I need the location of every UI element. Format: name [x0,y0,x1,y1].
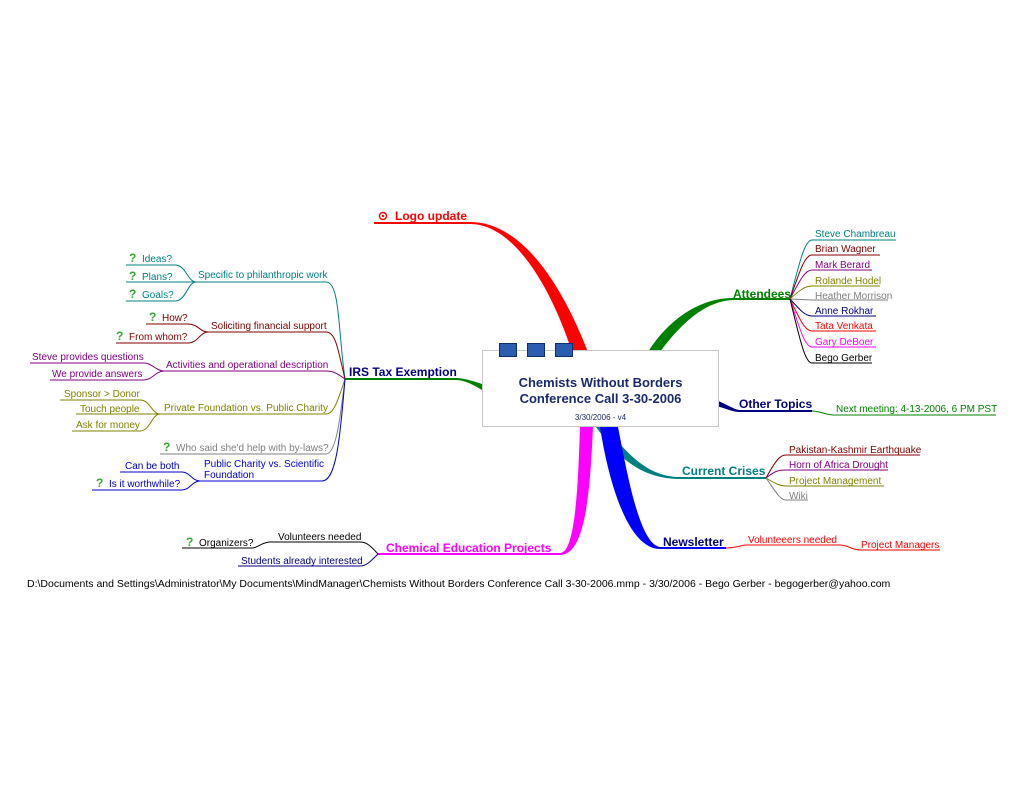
branch-current-crises [596,427,766,479]
attendee[interactable]: Anne Rokhar [815,306,874,317]
file-path-footer: D:\Documents and Settings\Administrator\… [27,578,891,590]
crises-connectors [765,454,920,501]
from-whom-label: From whom? [129,332,188,343]
worthwhile-label: Is it worthwhile? [109,479,181,490]
attendee[interactable]: Mark Berard [815,260,870,271]
branch-attendees [648,297,790,352]
newsletter-managers[interactable]: Project Managers [861,540,939,551]
sponsor-donor[interactable]: Sponsor > Donor [64,389,141,400]
current-crises-label[interactable]: Current Crises [682,464,766,478]
from-whom-node[interactable]: ? From whom? [116,329,188,343]
attendee[interactable]: Bego Gerber [815,353,873,364]
crisis-item[interactable]: Pakistan-Kashmir Earthquake [789,445,922,456]
chem-ed-connectors [182,541,379,567]
we-answers[interactable]: We provide answers [52,369,142,380]
question-icon: ? [163,440,170,454]
organizers-label: Organizers? [199,538,254,549]
attendee-connectors [789,239,896,364]
blue-square-icon [527,343,545,357]
attendee[interactable]: Heather Morrison [815,291,892,302]
branch-newsletter [600,427,726,549]
chem-ed-label[interactable]: Chemical Education Projects [386,541,552,555]
ideas-node[interactable]: ? Ideas? [129,251,172,265]
private-label[interactable]: Private Foundation vs. Public Charity [164,403,328,414]
steve-questions[interactable]: Steve provides questions [32,352,144,363]
central-subtitle: 3/30/2006 - v4 [574,413,627,422]
question-icon: ? [186,535,193,549]
irs-connectors [30,264,346,491]
attendee[interactable]: Tata Venkata [815,321,873,332]
worthwhile-node[interactable]: ? Is it worthwhile? [96,476,181,490]
plans-node[interactable]: ? Plans? [129,269,173,283]
irs-label[interactable]: IRS Tax Exemption [349,365,457,379]
public-charity-line1[interactable]: Public Charity vs. Scientific [204,459,324,470]
central-title-line1: Chemists Without Borders [518,375,683,390]
question-icon: ? [96,476,103,490]
logo-update-label: Logo update [395,209,467,223]
ideas-label: Ideas? [142,254,172,265]
attendee[interactable]: Brian Wagner [815,244,876,255]
logo-update-node[interactable]: Logo update [378,209,468,223]
ask-money[interactable]: Ask for money [76,420,140,431]
how-node[interactable]: ? How? [149,310,188,324]
how-label: How? [162,313,188,324]
target-icon [378,211,388,221]
attendee[interactable]: Rolande Hodel [815,276,881,287]
central-topic[interactable]: Chemists Without Borders Conference Call… [482,350,719,427]
connector-newsletter-volunteers [725,544,940,551]
blue-square-icon [555,343,573,357]
newsletter-volunteers[interactable]: Volunteeers needed [748,535,837,546]
next-meeting[interactable]: Next meeting: 4-13-2006, 6 PM PST [836,404,997,415]
bylaws-node[interactable]: ? Who said she'd help with by-laws? [163,440,329,454]
other-topics-label[interactable]: Other Topics [739,397,812,411]
crisis-item[interactable]: Wiki [789,491,808,502]
can-be-both[interactable]: Can be both [125,461,180,472]
chem-ed-students[interactable]: Students already interested [241,556,363,567]
branch-chem-ed [378,427,593,555]
question-icon: ? [129,251,136,265]
newsletter-label[interactable]: Newsletter [663,535,724,549]
chem-ed-volunteers[interactable]: Volunteers needed [278,532,361,543]
question-icon: ? [149,310,156,324]
public-charity-line2[interactable]: Foundation [204,470,254,481]
goals-label: Goals? [142,290,174,301]
question-icon: ? [116,329,123,343]
attendees-label[interactable]: Attendees [733,287,791,301]
crises-list: Pakistan-Kashmir Earthquake Horn of Afri… [789,445,922,502]
connector-next-meeting [811,410,996,416]
branch-irs [345,378,482,390]
central-title: Chemists Without Borders Conference Call… [483,375,718,407]
attendee[interactable]: Steve Chambreau [815,229,896,240]
attendee-list: Steve Chambreau Brian Wagner Mark Berard… [815,229,896,364]
branch-other-topics [716,400,812,412]
organizers-node[interactable]: ? Organizers? [186,535,254,549]
crisis-item[interactable]: Project Management [789,476,881,487]
branch-logo-update [374,222,588,352]
attendee[interactable]: Gary DeBoer [815,337,874,348]
philanthropic-label[interactable]: Specific to philanthropic work [198,270,329,281]
question-icon: ? [129,269,136,283]
bylaws-label: Who said she'd help with by-laws? [176,443,329,454]
central-title-line2: Conference Call 3-30-2006 [519,391,682,406]
touch-people[interactable]: Touch people [80,404,140,415]
activities-label[interactable]: Activities and operational description [166,360,328,371]
blue-square-icon [499,343,517,357]
plans-label: Plans? [142,272,173,283]
goals-node[interactable]: ? Goals? [129,287,174,301]
crisis-item[interactable]: Horn of Africa Drought [789,460,888,471]
question-icon: ? [129,287,136,301]
soliciting-label[interactable]: Soliciting financial support [211,321,327,332]
